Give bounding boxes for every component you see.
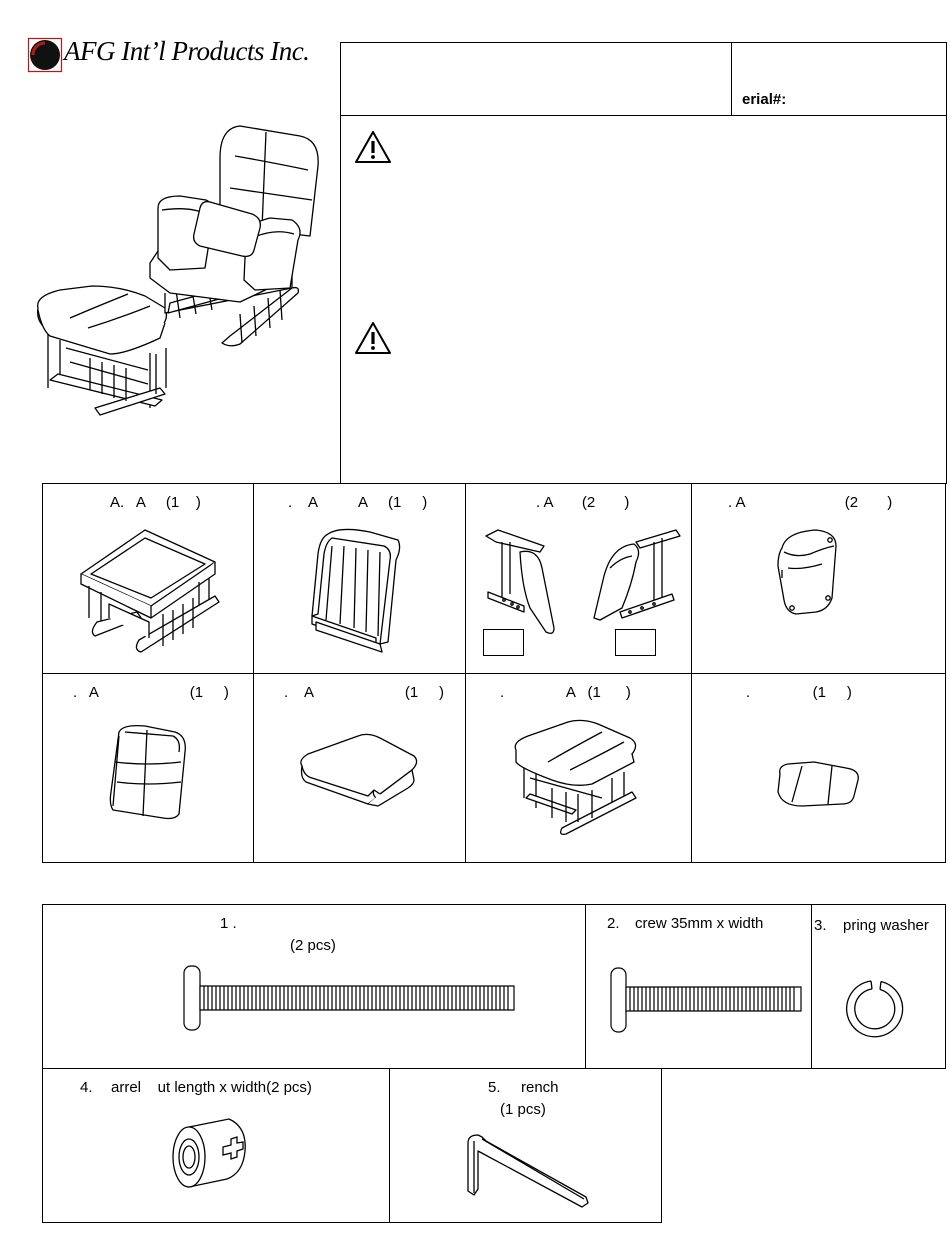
- hardware-label: pring washer: [843, 917, 929, 934]
- hardware-cell-4: 4. arrel ut length x width(2 pcs): [42, 1068, 390, 1223]
- right-tag-box: [615, 629, 656, 656]
- part-label: . A (1 ): [284, 684, 445, 701]
- part-label: A. A (1 ): [110, 494, 201, 511]
- company-logo: AFG Int’l Products Inc.: [28, 36, 348, 74]
- hardware-number: 4.: [80, 1079, 93, 1096]
- back-cushion-illustration: [109, 722, 189, 822]
- seat-cushion-illustration: [298, 732, 422, 812]
- warning-icon: [354, 130, 392, 164]
- short-screw-illustration: [609, 967, 809, 1037]
- part-label: . (1 ): [746, 684, 852, 701]
- long-bolt-illustration: [182, 965, 522, 1035]
- warning-icon: [354, 321, 392, 355]
- hardware-label: arrel ut length x width(2 pcs): [111, 1079, 312, 1096]
- spring-washer-icon: [841, 975, 911, 1045]
- hardware-label: rench: [521, 1079, 559, 1096]
- hardware-cell-3: 3. pring washer: [811, 904, 946, 1069]
- part-cell-c: . A (2 ): [465, 483, 692, 674]
- barrel-nut-illustration: [171, 1117, 251, 1187]
- product-title-box: [340, 42, 732, 116]
- part-cell-f: . A (1 ): [253, 673, 466, 863]
- glider-base-illustration: [79, 522, 229, 652]
- hardware-number: 2.: [607, 915, 620, 932]
- part-label: . A A (1 ): [288, 494, 428, 511]
- hardware-cell-5: 5. rench (1 pcs): [389, 1068, 662, 1223]
- part-label: . A (1 ): [73, 684, 229, 701]
- arm-cushion-illustration: [776, 528, 840, 618]
- hardware-cell-2: 2. crew 35mm x width: [585, 904, 812, 1069]
- left-armrest-illustration: [484, 528, 564, 638]
- serial-box: erial#:: [731, 42, 947, 116]
- glider-chair-ottoman-illustration: [30, 118, 330, 428]
- right-armrest-illustration: [592, 528, 682, 628]
- part-cell-e: . A (1 ): [42, 673, 254, 863]
- company-name: AFG Int’l Products Inc.: [64, 36, 310, 66]
- hardware-cell-1: 1 . (2 pcs): [42, 904, 586, 1069]
- pillow-illustration: [774, 760, 864, 810]
- hardware-number: 1 .: [220, 915, 237, 932]
- part-cell-h: . (1 ): [691, 673, 946, 863]
- hardware-number: 3.: [814, 917, 827, 934]
- hardware-qty: (1 pcs): [500, 1101, 546, 1118]
- part-cell-a: A. A (1 ): [42, 483, 254, 674]
- part-cell-g: . A (1 ): [465, 673, 692, 863]
- part-cell-b: . A A (1 ): [253, 483, 466, 674]
- ottoman-illustration: [512, 718, 642, 838]
- part-label: . A (2 ): [728, 494, 893, 511]
- logo-mark-icon: [28, 38, 62, 72]
- part-label: . A (1 ): [500, 684, 631, 701]
- part-label: . A (2 ): [536, 494, 630, 511]
- serial-label: erial#:: [742, 91, 787, 108]
- hardware-label: crew 35mm x width: [635, 915, 764, 932]
- part-cell-d: . A (2 ): [691, 483, 946, 674]
- left-tag-box: [483, 629, 524, 656]
- hardware-qty: (2 pcs): [290, 937, 336, 954]
- backrest-frame-illustration: [310, 524, 410, 654]
- allen-wrench-icon: [466, 1133, 596, 1213]
- warnings-box: [340, 115, 947, 484]
- hardware-number: 5.: [488, 1079, 501, 1096]
